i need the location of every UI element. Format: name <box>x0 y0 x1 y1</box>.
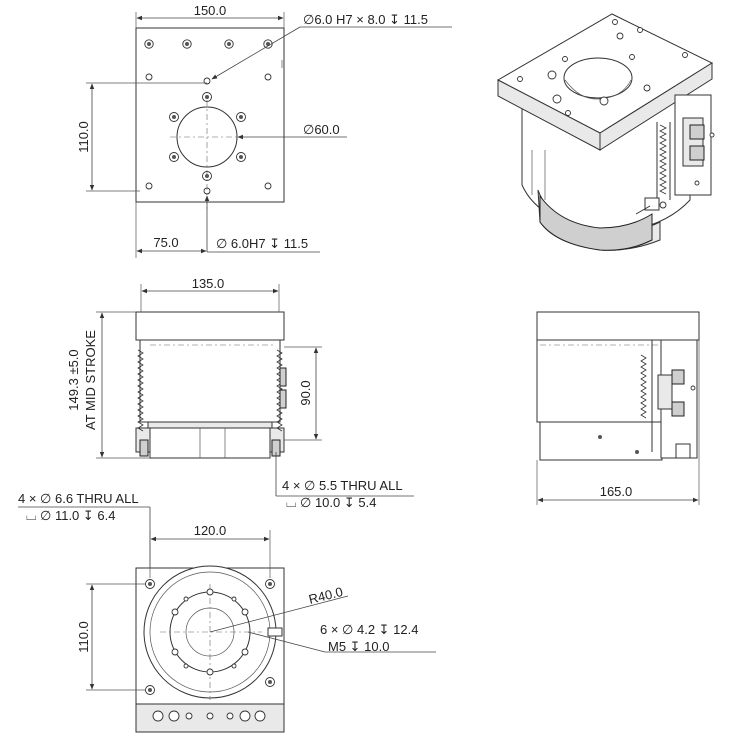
dim-front-height-line1: 149.3 ±5.0 <box>66 349 81 410</box>
thru-hole-callout-2: ⌴ ∅ 10.0 ↧ 5.4 <box>286 495 376 510</box>
dim-front-width: 135.0 <box>192 276 225 291</box>
dim-bottom-height: 110.0 <box>76 621 91 653</box>
top-view: 150.0 110.0 ∅6.0 H7 × 8.0 ↧ 11.5 ∅60.0 7… <box>76 3 452 258</box>
side-view: 165.0 <box>536 311 700 505</box>
dim-front-height-line2: AT MID STROKE <box>83 330 98 430</box>
dim-side-width: 165.0 <box>600 484 633 499</box>
dim-bottom-width: 120.0 <box>194 523 227 538</box>
front-view: 135.0 149.3 ±5.0 AT MID STROKE 90.0 4 × … <box>66 276 414 510</box>
dim-top-width: 150.0 <box>194 3 227 18</box>
center-bore-callout: ∅60.0 <box>303 122 340 137</box>
base-hole-callout-2: ⌴ ∅ 11.0 ↧ 6.4 <box>26 508 115 523</box>
dim-radius: R40.0 <box>307 584 344 607</box>
isometric-view <box>496 13 715 251</box>
dim-top-height: 110.0 <box>76 121 91 153</box>
top-view-screws <box>144 39 273 195</box>
pattern-callout-1: 6 × ∅ 4.2 ↧ 12.4 <box>320 622 418 637</box>
bottom-hole-callout: ∅ 6.0H7 ↧ 11.5 <box>216 236 308 251</box>
pattern-callout-2: M5 ↧ 10.0 <box>328 639 389 654</box>
bottom-view: 4 × ∅ 6.6 THRU ALL ⌴ ∅ 11.0 ↧ 6.4 <box>18 491 436 733</box>
thru-hole-callout-1: 4 × ∅ 5.5 THRU ALL <box>282 478 403 493</box>
dim-offset-x: 75.0 <box>153 235 178 250</box>
top-hole-callout: ∅6.0 H7 × 8.0 ↧ 11.5 <box>303 12 428 27</box>
dim-front-inner-height: 90.0 <box>298 380 313 405</box>
base-hole-callout-1: 4 × ∅ 6.6 THRU ALL <box>18 491 139 506</box>
